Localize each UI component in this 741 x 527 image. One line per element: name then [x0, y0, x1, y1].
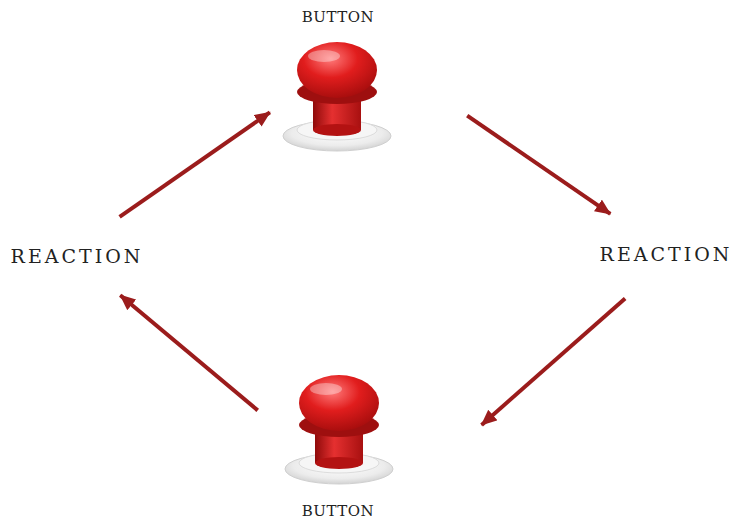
flow-arrow [482, 299, 625, 425]
reaction-label: REACTION [600, 243, 733, 266]
button-illustration [285, 375, 393, 484]
reaction-node: REACTION [596, 241, 737, 268]
button-label: BUTTON [302, 502, 374, 520]
flow-arrow [467, 116, 610, 214]
reaction-node: REACTION [7, 243, 148, 270]
button-node: BUTTON [283, 368, 393, 523]
reaction-label: REACTION [11, 245, 144, 268]
button-label: BUTTON [302, 8, 374, 26]
button-node: BUTTON [283, 4, 393, 152]
flow-arrow [120, 295, 257, 410]
button-illustration [283, 42, 391, 151]
flow-arrow [120, 112, 270, 217]
